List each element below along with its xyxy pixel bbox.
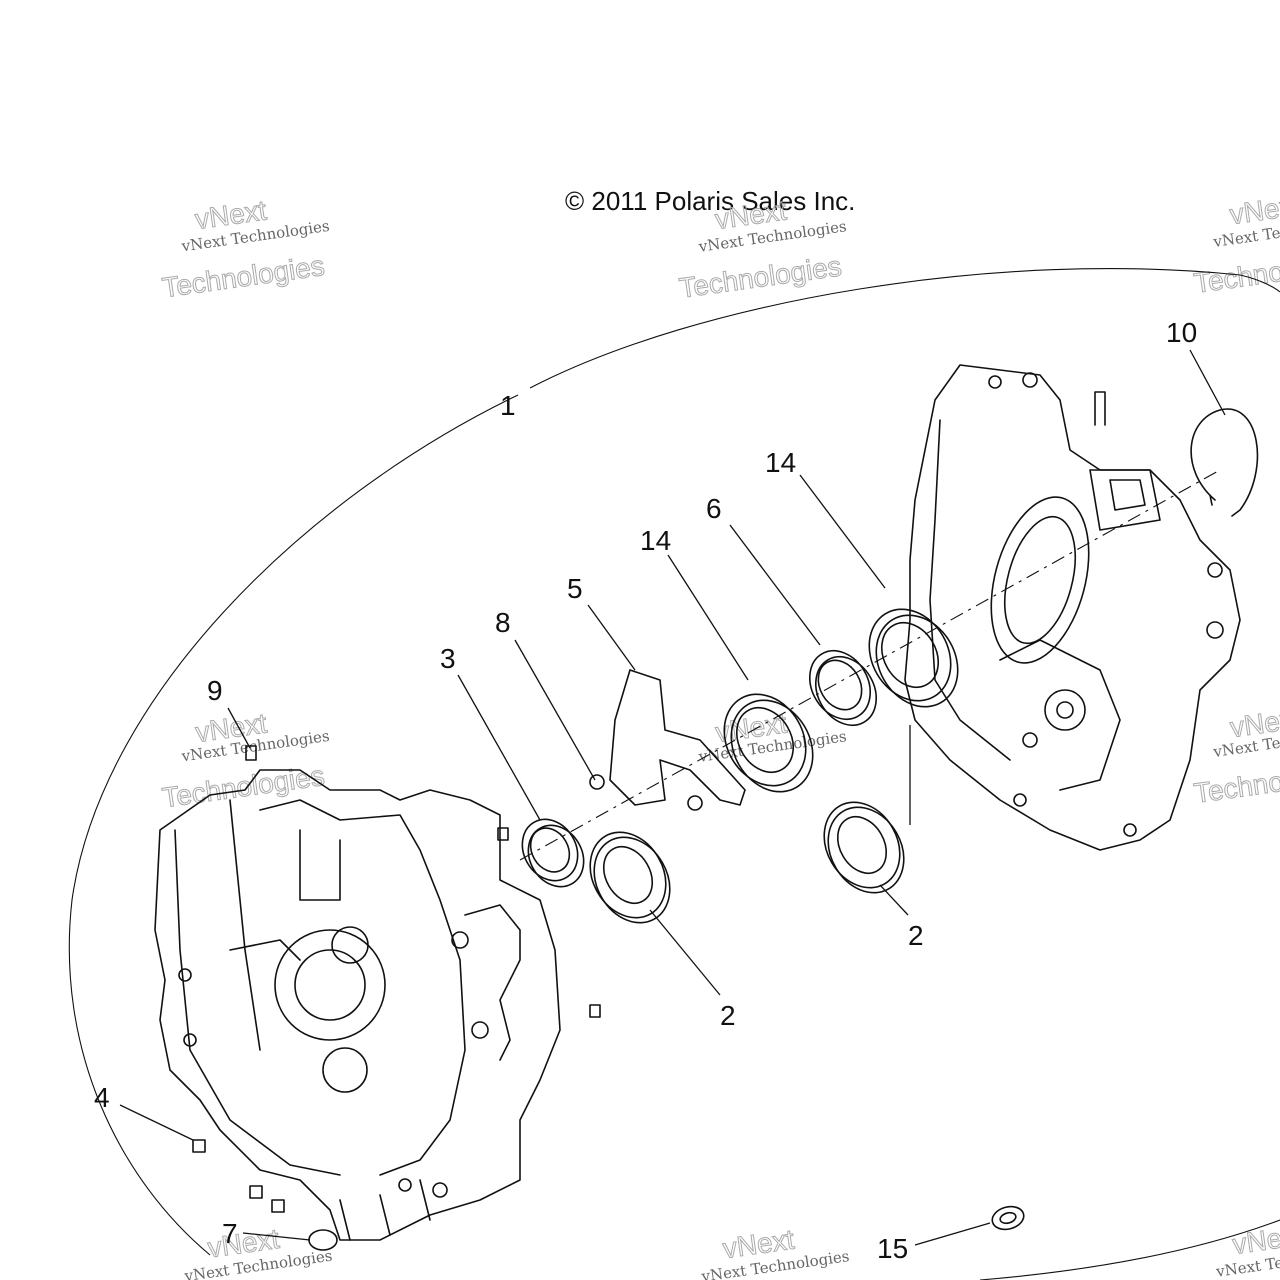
watermark-top-right: vNext vNext Technologies Technologies <box>1191 189 1280 299</box>
watermark-bottom-right: vNext vNext Technologies <box>1214 1219 1280 1280</box>
bearing-14-right <box>868 608 959 708</box>
callout-14-left: 14 <box>640 525 671 556</box>
assembly-ellipse <box>68 268 1280 1280</box>
callout-3: 3 <box>440 643 456 674</box>
callout-14-right: 14 <box>765 447 796 478</box>
dowel-4c <box>271 1199 285 1213</box>
callout-7: 7 <box>222 1218 238 1249</box>
plate-5 <box>609 669 746 806</box>
callout-4: 4 <box>94 1082 110 1113</box>
retaining-ring <box>1190 408 1259 517</box>
center-axis <box>519 469 1221 861</box>
watermark-mid-right: vNext vNext Technologies Technologies <box>1191 702 1280 809</box>
bearing-2-left <box>589 831 671 924</box>
callout-2-right: 2 <box>908 920 924 951</box>
dowel-4b <box>249 1185 263 1199</box>
dowel-4 <box>192 1139 206 1153</box>
svg-text:Technologies: Technologies <box>160 250 326 303</box>
leader-lines <box>119 349 1226 1246</box>
callout-8: 8 <box>495 607 511 638</box>
left-crankcase-half <box>154 769 561 1241</box>
screw-8 <box>589 774 605 790</box>
callout-9: 9 <box>207 675 223 706</box>
copyright-text: © 2011 Polaris Sales Inc. <box>565 186 855 216</box>
dowel-b <box>589 1004 601 1018</box>
seal-6 <box>809 650 877 726</box>
dowel-a <box>497 827 509 841</box>
washer-15 <box>991 1205 1025 1231</box>
callout-1: 1 <box>500 390 516 421</box>
bearing-14-left <box>723 693 814 793</box>
watermark-top-left: vNext vNext Technologies Technologies <box>160 194 331 304</box>
bearing-2-right <box>823 801 905 894</box>
seal-3 <box>521 818 585 888</box>
right-crankcase-half <box>904 364 1241 851</box>
callout-15: 15 <box>877 1233 908 1264</box>
callout-6: 6 <box>706 493 722 524</box>
watermark-bottom-center: vNext vNext Technologies <box>699 1223 850 1280</box>
watermark-mid-left: vNext vNext Technologies Technologies <box>160 707 331 814</box>
callout-5: 5 <box>567 573 583 604</box>
callout-10: 10 <box>1166 317 1197 348</box>
svg-text:Technologies: Technologies <box>160 760 326 813</box>
callout-2-left: 2 <box>720 1000 736 1031</box>
bolt-9 <box>245 745 257 761</box>
screw-8b <box>687 795 703 811</box>
svg-text:Technologies: Technologies <box>1192 756 1280 809</box>
